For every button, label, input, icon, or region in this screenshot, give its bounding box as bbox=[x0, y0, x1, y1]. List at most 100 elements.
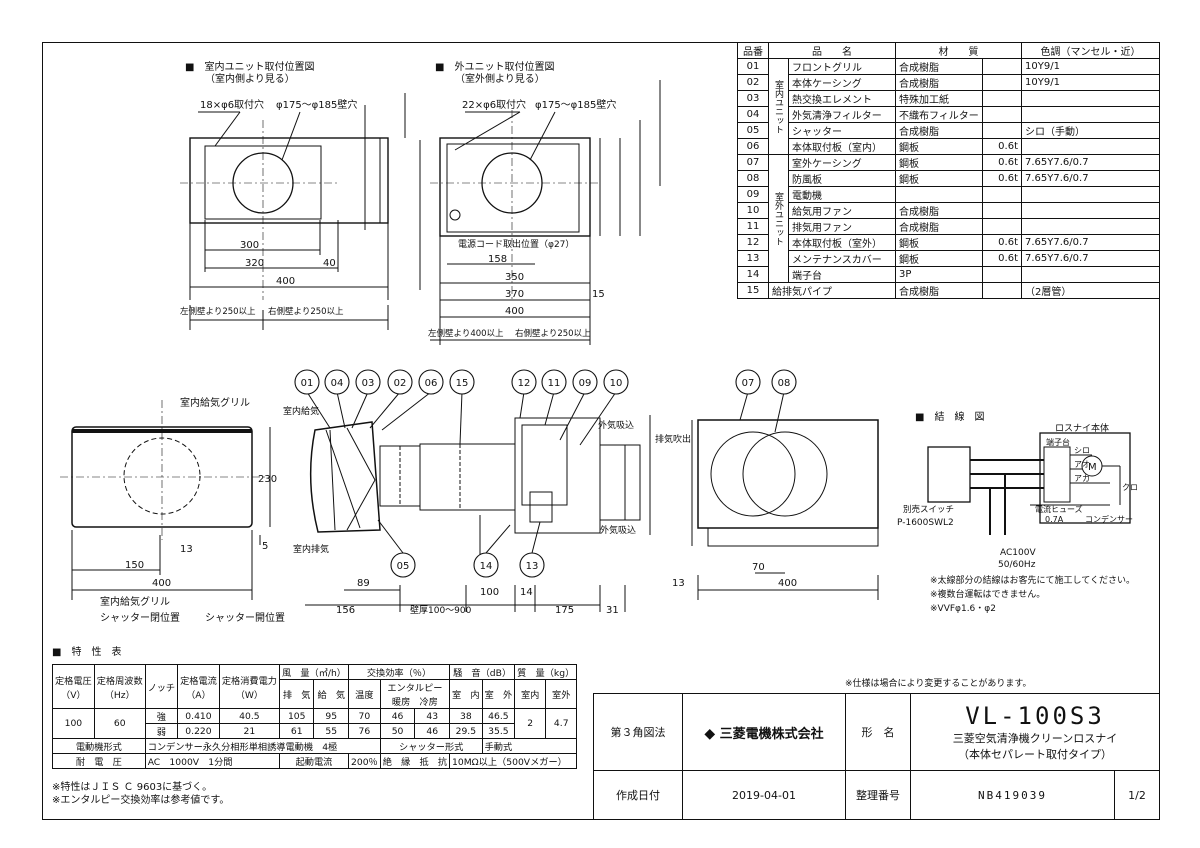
spec-head: 定格電流 bbox=[180, 675, 217, 687]
spec-shutter-type-label: シャッター形式 bbox=[379, 738, 483, 754]
balloon-text: 14 bbox=[480, 561, 493, 572]
balloon-text: 12 bbox=[518, 378, 531, 389]
dim-label: 150 bbox=[125, 560, 144, 571]
parts-no: 09 bbox=[737, 186, 769, 203]
parts-name: 外気清浄フィルター bbox=[788, 106, 896, 123]
spec-freq: 60 bbox=[93, 708, 146, 739]
wiring-blue-label: アオ bbox=[1074, 460, 1090, 469]
dim-label: 370 bbox=[505, 289, 524, 300]
spec-cell: 38 bbox=[449, 708, 483, 724]
balloon-text: 09 bbox=[579, 378, 592, 389]
outdoor-side-view bbox=[697, 419, 879, 529]
dim-label: 右側壁より250以上 bbox=[515, 328, 591, 339]
parts-material: 合成樹脂 bbox=[895, 202, 983, 219]
spec-head: 交換効率（％） bbox=[347, 664, 451, 680]
balloon-text: 02 bbox=[394, 378, 407, 389]
parts-no: 07 bbox=[737, 154, 769, 171]
parts-name: シャッター bbox=[788, 122, 896, 139]
balloon-text: 08 bbox=[778, 378, 791, 389]
parts-material: 特殊加工紙 bbox=[895, 90, 983, 107]
spec-cell: 95 bbox=[313, 708, 349, 724]
spec-cell: 50 bbox=[379, 723, 416, 739]
spec-start: 200％ bbox=[348, 753, 381, 769]
dim-label: 300 bbox=[240, 240, 259, 251]
spec-head: （Hz） bbox=[104, 689, 135, 701]
wiring-switch bbox=[927, 446, 971, 503]
balloon-05 bbox=[390, 552, 416, 578]
parts-head: 品番 bbox=[737, 42, 769, 59]
spec-motor-type: コンデンサー永久分相形単相誘導電動機 4極 bbox=[144, 738, 381, 754]
parts-thickness bbox=[982, 90, 1022, 107]
parts-name: 防風板 bbox=[788, 170, 896, 187]
wiring-switch-label: 別売スイッチ bbox=[903, 504, 954, 515]
parts-material: 3P bbox=[895, 266, 983, 283]
spec-cell: 46 bbox=[379, 708, 416, 724]
parts-thickness: 0.6t bbox=[982, 250, 1022, 267]
parts-material: 鋼板 bbox=[895, 138, 983, 155]
parts-material: 合成樹脂 bbox=[895, 58, 983, 75]
balloon-text: 06 bbox=[425, 378, 438, 389]
balloon-08 bbox=[771, 369, 797, 395]
parts-name: 本体ケーシング bbox=[788, 74, 896, 91]
parts-thickness bbox=[982, 282, 1022, 299]
balloon-11 bbox=[541, 369, 567, 395]
spec-start-label: 起動電流 bbox=[278, 753, 350, 769]
spec-head: （V） bbox=[61, 689, 86, 701]
model-label: 形 名 bbox=[845, 693, 911, 771]
dim-label: 350 bbox=[505, 272, 524, 283]
spec-head: 給 気 bbox=[313, 679, 349, 709]
spec-shutter-type: 手動式 bbox=[481, 738, 578, 754]
dim-label: 40 bbox=[323, 258, 336, 269]
dim-label: 400 bbox=[276, 276, 295, 287]
parts-name: 本体取付板（室内） bbox=[788, 138, 896, 155]
spec-cell: 70 bbox=[348, 708, 381, 724]
indoor-pos-header: ■ 室内ユニット取付位置図 bbox=[185, 60, 314, 73]
spec-cell: 0.220 bbox=[177, 723, 220, 739]
model-desc-2: （本体セパレート取付タイプ） bbox=[958, 748, 1112, 761]
parts-name: 給排気パイプ bbox=[768, 282, 896, 299]
shutter-open-label: シャッター開位置 bbox=[205, 611, 285, 624]
parts-thickness bbox=[982, 74, 1022, 91]
model-desc-1: 三菱空気清浄機クリーンロスナイ bbox=[952, 732, 1118, 745]
mitsubishi-logo-icon: ◆ bbox=[704, 725, 716, 742]
balloon-06 bbox=[418, 369, 444, 395]
spec-cell: 0.410 bbox=[177, 708, 220, 724]
dim-label: 14 bbox=[520, 587, 533, 598]
parts-color bbox=[1021, 266, 1160, 283]
spec-header: ■ 特 性 表 bbox=[52, 645, 121, 658]
balloon-text: 01 bbox=[301, 378, 314, 389]
parts-no: 14 bbox=[737, 266, 769, 283]
balloon-09 bbox=[572, 369, 598, 395]
parts-name: フロントグリル bbox=[788, 58, 896, 75]
spec-cell: 29.5 bbox=[449, 723, 483, 739]
parts-color bbox=[1021, 186, 1160, 203]
parts-no: 03 bbox=[737, 90, 769, 107]
parts-thickness bbox=[982, 122, 1022, 139]
wiring-fuse-label: 電流ヒューズ bbox=[1035, 504, 1083, 514]
balloon-text: 05 bbox=[397, 561, 410, 572]
spec-head: 排 気 bbox=[278, 679, 315, 709]
balloon-text: 13 bbox=[526, 561, 539, 572]
parts-thickness: 0.6t bbox=[982, 138, 1022, 155]
spec-head: 質 量（kg） bbox=[514, 664, 578, 680]
parts-material: 合成樹脂 bbox=[895, 74, 983, 91]
outdoor-pos-sub: （室外側より見る） bbox=[455, 72, 545, 85]
spec-head: 騒 音（dB） bbox=[449, 664, 516, 680]
dim-label: 5 bbox=[262, 541, 268, 552]
balloon-text: 15 bbox=[456, 378, 469, 389]
parts-no: 02 bbox=[737, 74, 769, 91]
balloon-14 bbox=[473, 552, 499, 578]
group-outdoor: 室外ユニット bbox=[768, 154, 789, 283]
parts-thickness bbox=[982, 218, 1022, 235]
wiring-fuse-value: 0.7A bbox=[1045, 515, 1064, 524]
balloon-15 bbox=[449, 369, 475, 395]
balloon-04 bbox=[324, 369, 350, 395]
parts-name: 本体取付板（室外） bbox=[788, 234, 896, 251]
indoor-mount-outline bbox=[189, 137, 389, 224]
